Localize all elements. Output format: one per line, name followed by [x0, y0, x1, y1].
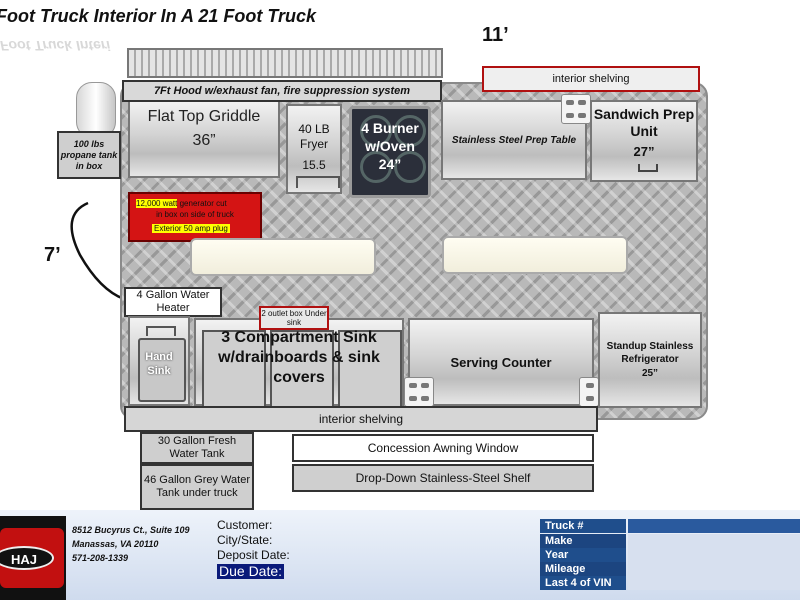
outlet-icon: [404, 377, 434, 407]
burner-ring-icon: [394, 115, 426, 147]
logo-text: HAJ: [0, 546, 54, 570]
vehicle-row-vin: Last 4 of VIN: [540, 576, 800, 590]
burner-label: 4 Burner w/Oven 24”: [352, 119, 428, 173]
width-dimension: 7’: [44, 244, 61, 266]
sandwich-name: Sandwich Prep Unit: [593, 106, 695, 139]
grey-water-tank: 46 Gallon Grey Water Tank under truck: [140, 464, 254, 510]
hood-vent: [127, 48, 443, 78]
light-fixture: [442, 236, 628, 274]
burner-size: 24”: [378, 156, 402, 172]
vehicle-label: Make: [540, 534, 626, 548]
concession-awning-window: Concession Awning Window: [292, 434, 594, 462]
address-line2: Manassas, VA 20110: [72, 539, 159, 549]
burner-ring-icon: [360, 151, 392, 183]
fryer-size: 15.5: [302, 158, 326, 172]
griddle-size: 36”: [192, 132, 216, 149]
sandwich-size: 27”: [633, 144, 655, 159]
drop-down-shelf: Drop-Down Stainless-Steel Shelf: [292, 464, 594, 492]
fryer: 40 LB Fryer 15.5: [286, 104, 342, 194]
flat-top-griddle: Flat Top Griddle 36”: [128, 100, 280, 178]
city-state-label: City/State:: [217, 533, 273, 547]
handle-icon: [638, 164, 658, 172]
company-logo: HAJ: [0, 516, 66, 600]
generator-box: 12,000 watt generator cut in box on side…: [128, 192, 262, 242]
vehicle-row-year: Year: [540, 548, 800, 562]
deposit-date-label: Deposit Date:: [217, 548, 290, 562]
address-phone: 571-208-1339: [72, 553, 129, 563]
fresh-water-tank: 30 Gallon Fresh Water Tank: [140, 432, 254, 464]
burner-line2: w/Oven: [365, 138, 415, 154]
burner-line1: 4 Burner: [361, 120, 419, 136]
outlet-box-label: 2 outlet box Under sink: [259, 306, 329, 330]
compartment-sink: 3 Compartment Sink w/drainboards & sink …: [194, 318, 404, 408]
company-address: 8512 Bucyrus Ct., Suite 109 Manassas, VA…: [72, 523, 190, 565]
vehicle-value-field[interactable]: [628, 534, 800, 548]
generator-text2: in box on side of truck: [156, 210, 234, 219]
light-fixture: [190, 238, 376, 276]
hand-sink: Hand Sink: [128, 316, 190, 406]
length-dimension: 11’: [482, 24, 509, 46]
refrigerator: Standup Stainless Refrigerator 25”: [598, 312, 702, 408]
griddle-name: Flat Top Griddle: [147, 108, 261, 125]
fryer-name: 40 LB Fryer: [298, 122, 330, 151]
vehicle-label: Truck #: [540, 519, 626, 533]
interior-shelving-bottom: interior shelving: [124, 406, 598, 432]
title-reflection: Foot Truck Interi: [0, 38, 111, 54]
vehicle-row-make: Make: [540, 534, 800, 548]
interior-shelving-top: interior shelving: [482, 66, 700, 92]
width-arc-icon: [70, 201, 125, 301]
vehicle-label: Year: [540, 548, 626, 562]
vehicle-row-truck: Truck #: [540, 519, 800, 533]
vehicle-value-field[interactable]: [628, 548, 800, 562]
refrigerator-name: Standup Stainless Refrigerator: [606, 341, 694, 365]
hand-sink-label: Hand Sink: [145, 351, 173, 377]
sandwich-prep-unit: Sandwich Prep Unit 27”: [590, 100, 698, 182]
vehicle-value-field[interactable]: [628, 562, 800, 576]
faucet-icon: [146, 326, 176, 336]
burner-ring-icon: [394, 151, 426, 183]
customer-label: Customer:: [217, 518, 273, 532]
hood-label: 7Ft Hood w/exhaust fan, fire suppression…: [122, 80, 442, 102]
generator-text1: generator cut: [179, 199, 227, 208]
vehicle-row-mileage: Mileage: [540, 562, 800, 576]
refrigerator-size: 25”: [641, 368, 659, 379]
serving-counter: Serving Counter: [408, 318, 594, 406]
outlet-icon: [579, 377, 599, 407]
diagram-title: Foot Truck Interior In A 21 Foot Truck: [0, 6, 317, 26]
propane-tank-icon: [76, 82, 116, 138]
vehicle-label: Last 4 of VIN: [540, 576, 626, 590]
address-line1: 8512 Bucyrus Ct., Suite 109: [72, 525, 190, 535]
water-heater: 4 Gallon Water Heater: [124, 287, 222, 317]
outlet-icon: [561, 94, 591, 124]
compartment-sink-label: 3 Compartment Sink w/drainboards & sink …: [218, 329, 380, 386]
burner-range: 4 Burner w/Oven 24”: [349, 106, 431, 198]
fryer-basket-icon: [296, 176, 340, 188]
vehicle-value-field[interactable]: [628, 576, 800, 590]
generator-plug: Exterior 50 amp plug: [152, 224, 230, 233]
vehicle-value-field[interactable]: [628, 519, 800, 533]
propane-label: 100 lbs propane tank in box: [57, 131, 121, 179]
due-date-label: Due Date:: [217, 563, 285, 579]
generator-wattage: 12,000 watt: [136, 199, 178, 208]
vehicle-label: Mileage: [540, 562, 626, 576]
customer-fields: Customer: City/State: Deposit Date: Due …: [217, 518, 290, 580]
burner-ring-icon: [360, 115, 392, 147]
